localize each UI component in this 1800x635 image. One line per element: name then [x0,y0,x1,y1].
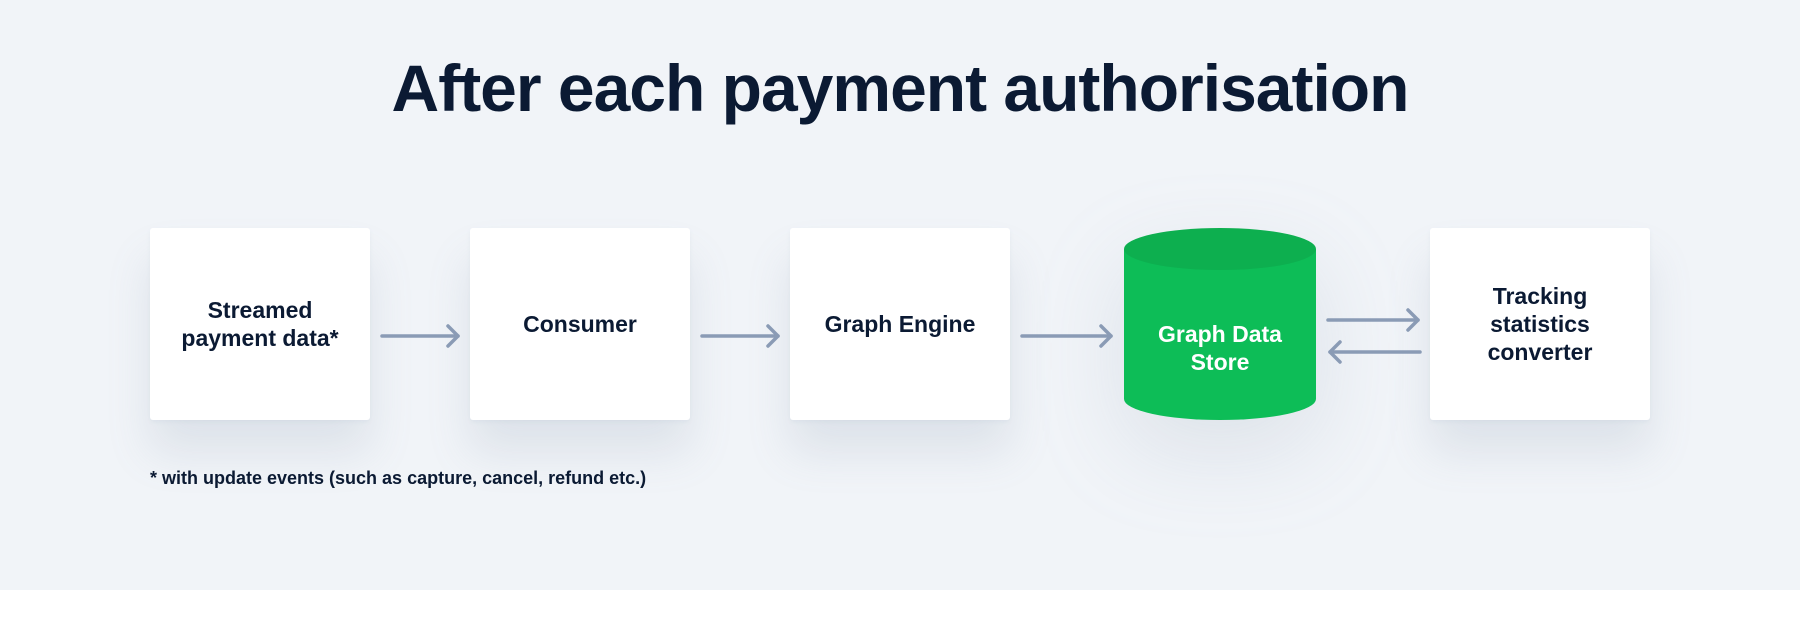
diagram-title: After each payment authorisation [391,51,1410,125]
connector-arrows [380,308,1422,364]
node-consumer: Consumer [470,228,690,420]
node-tracking-statistics-converter-label: Tracking statistics converter [1487,283,1593,365]
node-graph-data-store-label: Graph Data Store [1158,321,1282,375]
arrow-graph-engine-to-data-store [1020,324,1113,348]
footnote: * with update events (such as capture, c… [150,468,647,488]
arrow-streamed-to-consumer [380,324,460,348]
node-streamed-payment-data: Streamed payment data* [150,228,370,420]
database-cylinder-icon [1124,228,1316,420]
arrow-consumer-to-graph-engine [700,324,780,348]
node-graph-engine: Graph Engine [790,228,1010,420]
node-graph-engine-label: Graph Engine [824,311,976,337]
arrow-tracking-to-data-store [1328,340,1422,364]
node-consumer-label: Consumer [523,311,637,337]
database-top [1124,228,1316,270]
node-streamed-payment-data-label: Streamed payment data* [181,297,339,351]
diagram-canvas: After each payment authorisation Streame… [0,0,1800,590]
node-tracking-statistics-converter: Tracking statistics converter [1430,228,1650,420]
arrow-data-store-to-tracking [1326,308,1420,332]
database-body [1124,249,1316,420]
